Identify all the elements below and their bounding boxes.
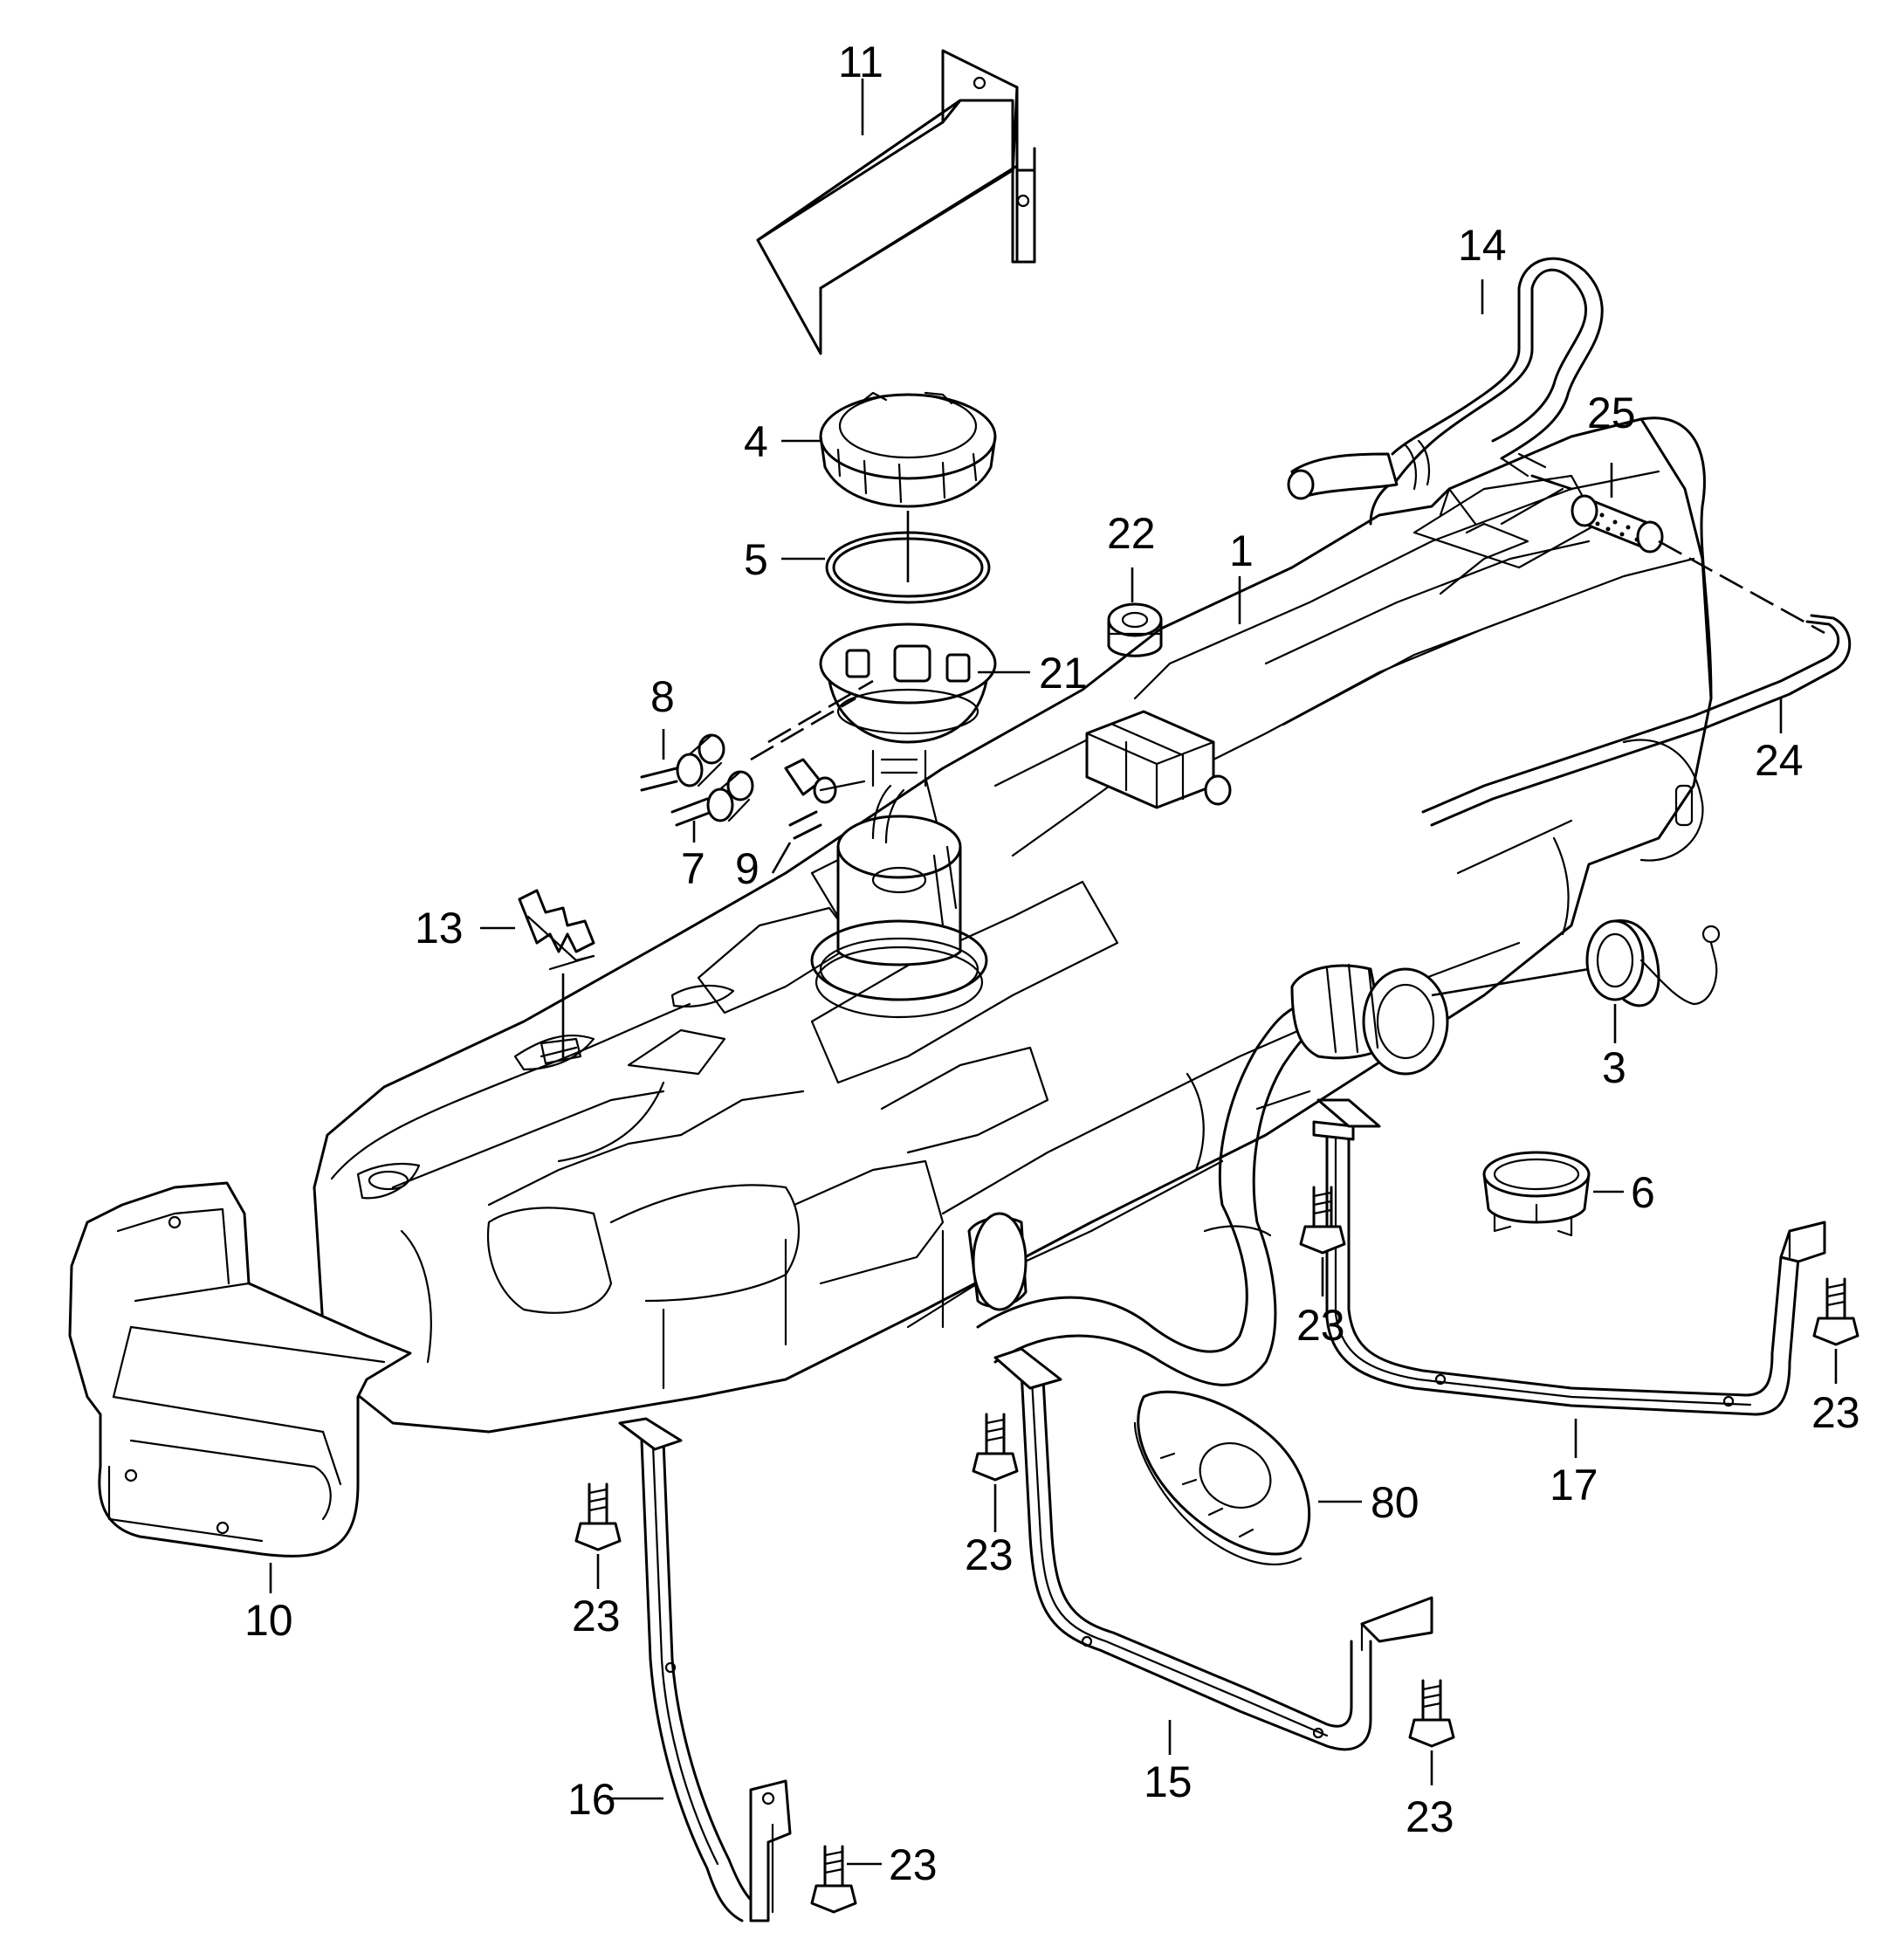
fuel-cap-part-3[interactable] <box>1585 918 1721 1008</box>
bolt-part-23-d[interactable] <box>574 1482 622 1551</box>
callout-9: 9 <box>735 844 760 893</box>
callout-14: 14 <box>1458 221 1507 270</box>
callout-1: 1 <box>1229 526 1254 575</box>
strap-part-15[interactable] <box>993 1347 1433 1751</box>
callout-17: 17 <box>1550 1461 1598 1510</box>
callout-6: 6 <box>1631 1168 1655 1217</box>
clip-part-13[interactable] <box>518 889 595 971</box>
callout-23-e: 23 <box>1406 1792 1454 1841</box>
cover-part-80[interactable] <box>1133 1390 1311 1565</box>
callout-23-c: 23 <box>965 1530 1014 1579</box>
callout-21: 21 <box>1039 649 1088 698</box>
callout-8: 8 <box>650 672 675 721</box>
callout-4: 4 <box>744 417 768 466</box>
vent-valve <box>1085 710 1232 809</box>
heat-shield-part-10[interactable] <box>68 1181 412 1558</box>
callout-11: 11 <box>838 38 883 86</box>
strap-part-17[interactable] <box>1312 1098 1826 1416</box>
ring-part-6[interactable] <box>1482 1151 1591 1237</box>
grommet-part-22[interactable] <box>1107 602 1163 657</box>
callout-24: 24 <box>1755 736 1804 785</box>
fuel-pump-part-21[interactable] <box>810 622 997 1019</box>
bolt-part-23-f[interactable] <box>810 1845 857 1914</box>
callout-23-f: 23 <box>889 1840 938 1889</box>
connector-part-8[interactable] <box>640 733 725 792</box>
strap-part-16[interactable] <box>618 1417 792 1922</box>
heat-shield-part-11[interactable] <box>756 49 1036 355</box>
callout-7: 7 <box>681 844 705 893</box>
callout-22: 22 <box>1107 509 1156 558</box>
filter-part-25[interactable] <box>1571 494 1664 554</box>
callout-13: 13 <box>415 904 464 952</box>
callout-23-a: 23 <box>1296 1301 1345 1350</box>
callout-3: 3 <box>1602 1043 1626 1092</box>
vent-line-part-24[interactable] <box>1421 487 1852 827</box>
bolt-part-23-a[interactable] <box>1299 1186 1346 1255</box>
filler-pipe <box>967 963 1449 1386</box>
callout-15: 15 <box>1144 1757 1193 1806</box>
callout-5: 5 <box>744 535 768 584</box>
callout-80: 80 <box>1371 1478 1419 1527</box>
callout-10: 10 <box>244 1596 293 1645</box>
connector-part-7[interactable] <box>670 770 754 827</box>
callout-23-b: 23 <box>1811 1388 1860 1437</box>
callout-16: 16 <box>567 1775 616 1824</box>
connector-part-9[interactable] <box>784 758 837 840</box>
bolt-part-23-b[interactable] <box>1812 1277 1859 1346</box>
callout-25: 25 <box>1587 389 1636 437</box>
bolt-part-23-c[interactable] <box>972 1413 1019 1482</box>
callout-23-d: 23 <box>572 1592 621 1640</box>
callout-labels: 11 14 25 4 5 22 1 21 8 7 9 24 13 3 6 23 … <box>244 38 1860 1889</box>
locking-ring-part-4[interactable] <box>819 391 997 508</box>
bolt-part-23-e[interactable] <box>1408 1679 1455 1748</box>
hose-part-14[interactable] <box>1287 257 1604 526</box>
